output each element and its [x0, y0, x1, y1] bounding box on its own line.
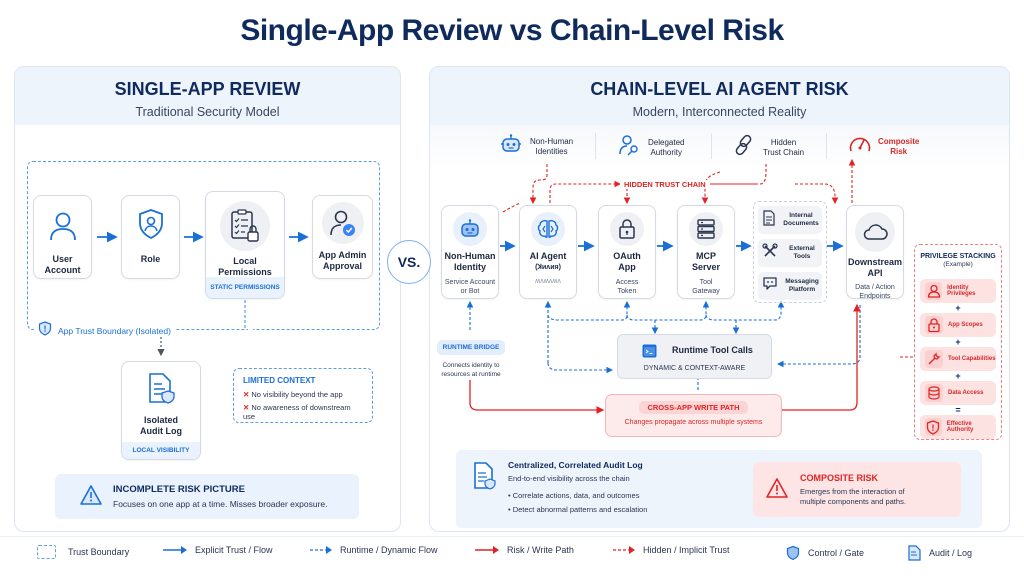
trust-boundary-text: App Trust Boundary (Isolated)	[58, 326, 171, 336]
audit-log-icon	[472, 462, 496, 495]
privilege-item: Tool Capabilities	[920, 347, 996, 371]
single-app-subtitle: Traditional Security Model	[135, 105, 280, 119]
vs-badge: VS.	[387, 240, 431, 284]
limited-context-box: LIMITED CONTEXT ✕ No visibility beyond t…	[233, 368, 373, 423]
robot-icon	[500, 134, 522, 159]
server-icon	[689, 212, 723, 246]
mcp-server-node[interactable]: MCP Server Tool Gateway	[677, 205, 735, 299]
downstream-api-node[interactable]: Downstream API Data / Action Endpoints	[846, 205, 904, 300]
runtime-tool-calls-box[interactable]: Runtime Tool Calls DYNAMIC & CONTEXT-AWA…	[617, 334, 772, 379]
gauge-icon	[848, 134, 872, 159]
audit-bullet: • Detect abnormal patterns and escalatio…	[508, 505, 648, 514]
user-check-icon	[321, 202, 364, 244]
user-key-icon	[618, 134, 640, 161]
link-icon	[733, 134, 755, 161]
trust-boundary-label: App Trust Boundary (Isolated)	[34, 321, 175, 341]
page-title: Single-App Review vs Chain-Level Risk	[240, 14, 784, 47]
legend-explicit-flow: Explicit Trust / Flow	[163, 545, 273, 555]
non-human-identity-node[interactable]: Non-Human Identity Service Account or Bo…	[441, 205, 499, 299]
legend-runtime-flow: Runtime / Dynamic Flow	[310, 545, 438, 555]
document-icon	[908, 545, 921, 561]
chat-icon	[762, 276, 778, 296]
privilege-item-label: Data Access	[948, 390, 984, 396]
shield-icon	[38, 321, 52, 341]
audit-bullet: • Correlate actions, data, and outcomes	[508, 491, 640, 500]
tools-icon	[762, 242, 778, 264]
warning-icon	[79, 484, 103, 511]
boundary-icon	[37, 545, 56, 559]
robot-icon	[453, 212, 487, 246]
privilege-operator: =	[955, 405, 961, 415]
warning-icon	[765, 477, 789, 504]
shield-icon	[786, 545, 800, 561]
limited-context-item: ✕ No visibility beyond the app	[243, 390, 343, 399]
single-app-header: SINGLE-APP REVIEW Traditional Security M…	[15, 67, 400, 125]
user-account-card[interactable]: User Account	[33, 195, 92, 279]
hidden-trust-chain-label: HIDDEN TRUST CHAIN	[620, 180, 710, 189]
privilege-operator: +	[955, 303, 961, 313]
privilege-operator: +	[955, 337, 961, 347]
role-card[interactable]: Role	[121, 195, 180, 279]
document-icon	[762, 209, 776, 231]
runtime-flow-lines	[466, 300, 861, 392]
legend-control-gate: Control / Gate	[786, 545, 864, 561]
write-path-to-api	[782, 303, 861, 411]
privilege-item-label: Identity Privileges	[947, 285, 976, 297]
legend-trust-boundary: Trust Boundary	[37, 545, 129, 559]
shield-alert-icon	[925, 418, 942, 436]
privilege-item: App Scopes	[920, 313, 996, 337]
audit-log-icon	[122, 372, 200, 411]
static-permissions-badge: STATIC PERMISSIONS	[206, 277, 284, 298]
terminal-icon	[642, 344, 657, 363]
cross-app-write-path	[469, 380, 605, 414]
resources-group	[753, 201, 827, 303]
user-icon	[925, 282, 943, 300]
app-admin-approval-card[interactable]: App Admin Approval	[312, 195, 373, 279]
limited-context-item: ✕ No awareness of downstream use	[243, 403, 351, 421]
clipboard-lock-icon	[220, 201, 270, 251]
app-trust-boundary	[27, 161, 380, 330]
brain-icon	[531, 212, 565, 246]
privilege-item: Data Access	[920, 381, 996, 405]
user-icon	[34, 210, 91, 247]
legend-hidden-trust: Hidden / Implicit Trust	[613, 545, 730, 555]
isolated-audit-log-card[interactable]: Isolated Audit Log LOCAL VISIBILITY	[121, 361, 201, 460]
oauth-app-node[interactable]: OAuth App Access Token	[598, 205, 656, 299]
ai-agent-node[interactable]: AI Agent (ꓘᴎᴧᴎᴙ) ʍʌʍʌʍʌ	[519, 205, 577, 299]
local-visibility-badge: LOCAL VISIBILITY	[122, 442, 200, 459]
privilege-item-label: App Scopes	[948, 322, 983, 328]
legend-risk-path: Risk / Write Path	[475, 545, 574, 555]
x-icon: ✕	[243, 390, 250, 399]
shield-user-icon	[122, 208, 179, 245]
database-icon	[925, 384, 943, 402]
privilege-stacking-box: PRIVILEGE STACKING (Example)	[914, 244, 1002, 440]
legend-audit-log: Audit / Log	[908, 545, 972, 561]
cross-app-write-path-box: CROSS-APP WRITE PATH Changes propagate a…	[605, 394, 782, 437]
privilege-operator: +	[955, 371, 961, 381]
x-icon: ✕	[243, 403, 250, 412]
cloud-icon	[855, 212, 895, 252]
wrench-icon	[925, 350, 943, 368]
lock-icon	[925, 316, 943, 334]
local-permissions-card[interactable]: Local Permissions STATIC PERMISSIONS	[205, 191, 285, 299]
privilege-item: Identity Privileges	[920, 279, 996, 303]
composite-risk-box: COMPOSITE RISK Emerges from the interact…	[753, 462, 961, 517]
incomplete-risk-banner: INCOMPLETE RISK PICTURE Focuses on one a…	[55, 474, 359, 519]
single-app-panel: SINGLE-APP REVIEW Traditional Security M…	[14, 66, 401, 532]
privilege-item: Effective Authority	[920, 415, 996, 439]
privilege-item-label: Tool Capabilities	[948, 356, 996, 362]
lock-icon	[610, 212, 644, 246]
privilege-stack-list: Identity Privileges + App Scopes + Tool Capa…	[920, 279, 996, 439]
privilege-item-label: Effective Authority	[946, 421, 974, 433]
single-app-title: SINGLE-APP REVIEW	[114, 79, 301, 99]
